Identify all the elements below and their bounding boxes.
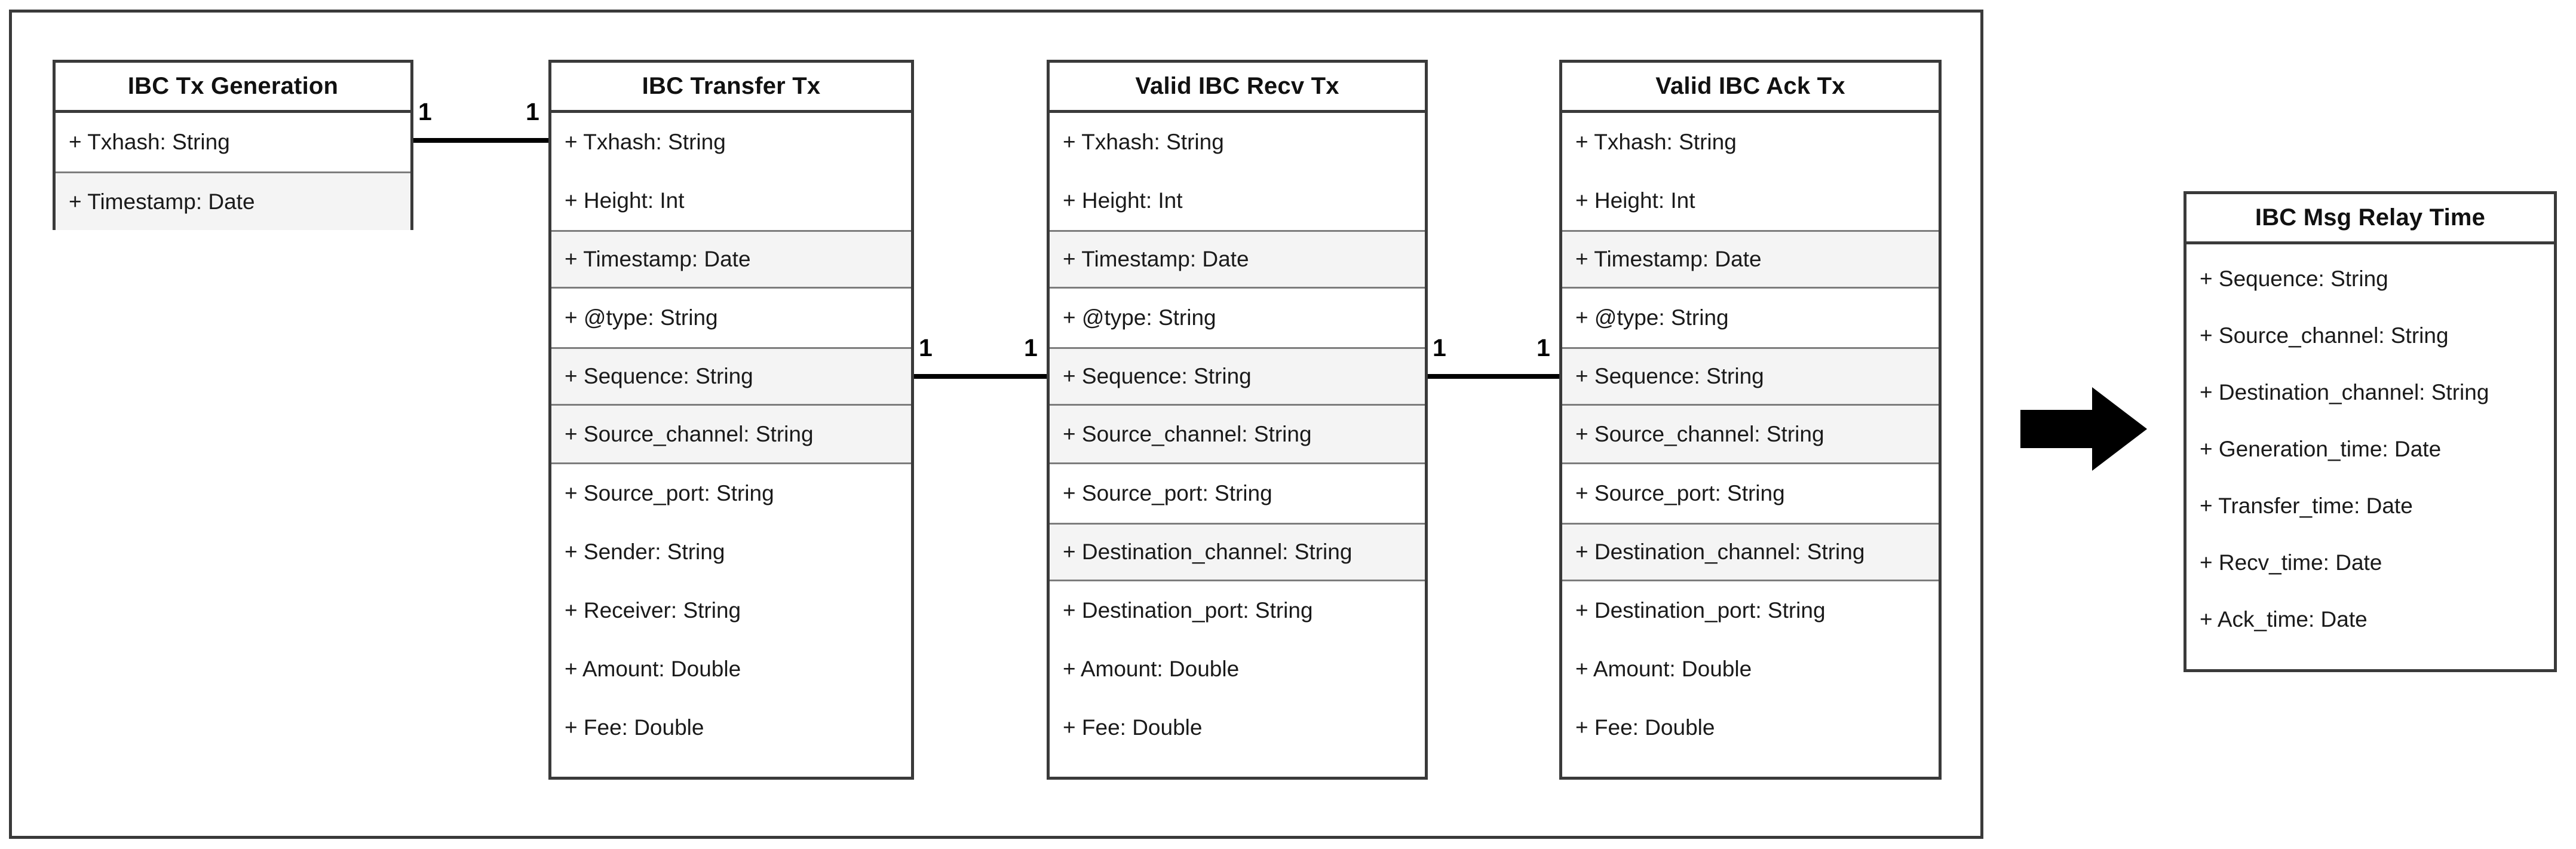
attribute-row: + Height: Int xyxy=(1050,171,1425,230)
attribute-row: + Destination_channel: String xyxy=(2186,364,2554,421)
attribute-row: + Timestamp: Date xyxy=(56,171,410,230)
attribute-row: + @type: String xyxy=(1562,289,1939,347)
attribute-row: + Sequence: String xyxy=(1050,347,1425,406)
attribute-row: + Sequence: String xyxy=(551,347,911,406)
attribute-row: + Source_port: String xyxy=(1050,464,1425,523)
attribute-row: + Recv_time: Date xyxy=(2186,534,2554,591)
class-attributes-valid-ibc-recv-tx: + Txhash: String + Height: Int + Timesta… xyxy=(1050,113,1425,777)
class-title-valid-ibc-recv-tx: Valid IBC Recv Tx xyxy=(1050,63,1425,113)
uml-class-ibc-transfer-tx[interactable]: IBC Transfer Tx + Txhash: String + Heigh… xyxy=(548,60,914,780)
multiplicity-gen-to-transfer-source: 1 xyxy=(418,98,432,125)
attribute-row: + Sequence: String xyxy=(2186,250,2554,307)
attribute-row: + Height: Int xyxy=(1562,171,1939,230)
uml-class-valid-ibc-ack-tx[interactable]: Valid IBC Ack Tx + Txhash: String + Heig… xyxy=(1559,60,1942,780)
uml-class-ibc-msg-relay-time[interactable]: IBC Msg Relay Time + Sequence: String + … xyxy=(2184,191,2557,672)
attribute-row: + Fee: Double xyxy=(1050,698,1425,757)
attribute-row: + @type: String xyxy=(551,289,911,347)
attribute-row: + Txhash: String xyxy=(1050,113,1425,171)
attribute-row: + Destination_channel: String xyxy=(1562,523,1939,581)
multiplicity-gen-to-transfer-target: 1 xyxy=(526,98,539,125)
class-title-ibc-tx-generation: IBC Tx Generation xyxy=(56,63,410,113)
right-arrow-icon xyxy=(2020,387,2147,471)
class-attributes-valid-ibc-ack-tx: + Txhash: String + Height: Int + Timesta… xyxy=(1562,113,1939,777)
class-title-ibc-msg-relay-time: IBC Msg Relay Time xyxy=(2186,194,2554,244)
multiplicity-recv-to-ack-target: 1 xyxy=(1537,334,1550,361)
attribute-row: + Timestamp: Date xyxy=(551,230,911,289)
multiplicity-transfer-to-recv-target: 1 xyxy=(1024,334,1038,361)
attribute-row: + Amount: Double xyxy=(551,640,911,698)
attribute-row: + Destination_channel: String xyxy=(1050,523,1425,581)
attribute-row: + Destination_port: String xyxy=(1050,581,1425,640)
class-attributes-ibc-tx-generation: + Txhash: String + Timestamp: Date xyxy=(56,113,410,230)
association-line-transfer-to-recv xyxy=(912,374,1050,379)
attribute-row: + Sender: String xyxy=(551,523,911,581)
multiplicity-recv-to-ack-source: 1 xyxy=(1433,334,1446,361)
association-line-recv-to-ack xyxy=(1425,374,1563,379)
attribute-row: + Source_port: String xyxy=(551,464,911,523)
association-line-gen-to-transfer xyxy=(411,138,552,143)
attribute-row: + Source_channel: String xyxy=(1562,406,1939,464)
class-attributes-ibc-transfer-tx: + Txhash: String + Height: Int + Timesta… xyxy=(551,113,911,777)
class-attributes-ibc-msg-relay-time: + Sequence: String + Source_channel: Str… xyxy=(2186,244,2554,669)
class-title-valid-ibc-ack-tx: Valid IBC Ack Tx xyxy=(1562,63,1939,113)
uml-class-ibc-tx-generation[interactable]: IBC Tx Generation + Txhash: String + Tim… xyxy=(53,60,413,230)
attribute-row: + Ack_time: Date xyxy=(2186,591,2554,648)
attribute-row: + Source_channel: String xyxy=(1050,406,1425,464)
attribute-row: + Txhash: String xyxy=(551,113,911,171)
attribute-row: + Txhash: String xyxy=(56,113,410,171)
attribute-row: + Source_channel: String xyxy=(551,406,911,464)
uml-class-valid-ibc-recv-tx[interactable]: Valid IBC Recv Tx + Txhash: String + Hei… xyxy=(1047,60,1428,780)
attribute-row: + Source_port: String xyxy=(1562,464,1939,523)
attribute-row: + Sequence: String xyxy=(1562,347,1939,406)
attribute-row: + Generation_time: Date xyxy=(2186,421,2554,477)
attribute-row: + Amount: Double xyxy=(1562,640,1939,698)
attribute-row: + Timestamp: Date xyxy=(1050,230,1425,289)
attribute-row: + Height: Int xyxy=(551,171,911,230)
class-title-ibc-transfer-tx: IBC Transfer Tx xyxy=(551,63,911,113)
attribute-row: + Transfer_time: Date xyxy=(2186,477,2554,534)
attribute-row: + @type: String xyxy=(1050,289,1425,347)
attribute-row: + Receiver: String xyxy=(551,581,911,640)
attribute-row: + Destination_port: String xyxy=(1562,581,1939,640)
attribute-row: + Txhash: String xyxy=(1562,113,1939,171)
multiplicity-transfer-to-recv-source: 1 xyxy=(919,334,933,361)
attribute-row: + Amount: Double xyxy=(1050,640,1425,698)
attribute-row: + Fee: Double xyxy=(1562,698,1939,757)
attribute-row: + Timestamp: Date xyxy=(1562,230,1939,289)
attribute-row: + Source_channel: String xyxy=(2186,307,2554,364)
attribute-row: + Fee: Double xyxy=(551,698,911,757)
